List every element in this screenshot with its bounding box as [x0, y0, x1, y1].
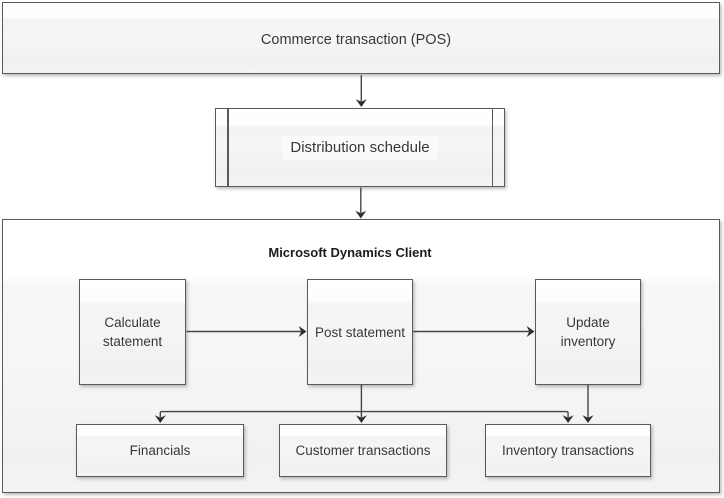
node-calculate-statement: Calculate statement [79, 279, 186, 385]
node-distribution-schedule-label: Distribution schedule [283, 135, 437, 160]
connector-commerce-to-distribution [355, 75, 367, 107]
dynamics-client-container-title: Microsoft Dynamics Client [268, 245, 432, 260]
node-customer-transactions-label: Customer transactions [295, 443, 431, 458]
node-commerce-transaction-label: Commerce transaction (POS) [260, 32, 452, 48]
node-financials: Financials [76, 424, 244, 477]
node-financials-label: Financials [129, 443, 191, 458]
node-post-statement: Post statement [307, 279, 413, 385]
node-inventory-transactions-label: Inventory transactions [501, 443, 635, 458]
node-calculate-statement-label: Calculate statement [102, 315, 163, 349]
node-update-inventory-label: Update inventory [560, 315, 616, 349]
node-inventory-transactions: Inventory transactions [485, 424, 651, 477]
node-distribution-schedule: Distribution schedule [215, 108, 505, 187]
node-customer-transactions: Customer transactions [279, 424, 447, 477]
node-commerce-transaction: Commerce transaction (POS) [2, 2, 720, 74]
node-update-inventory: Update inventory [535, 279, 641, 385]
node-post-statement-label: Post statement [314, 324, 406, 340]
connector-distribution-to-dynamics-client [355, 187, 367, 219]
